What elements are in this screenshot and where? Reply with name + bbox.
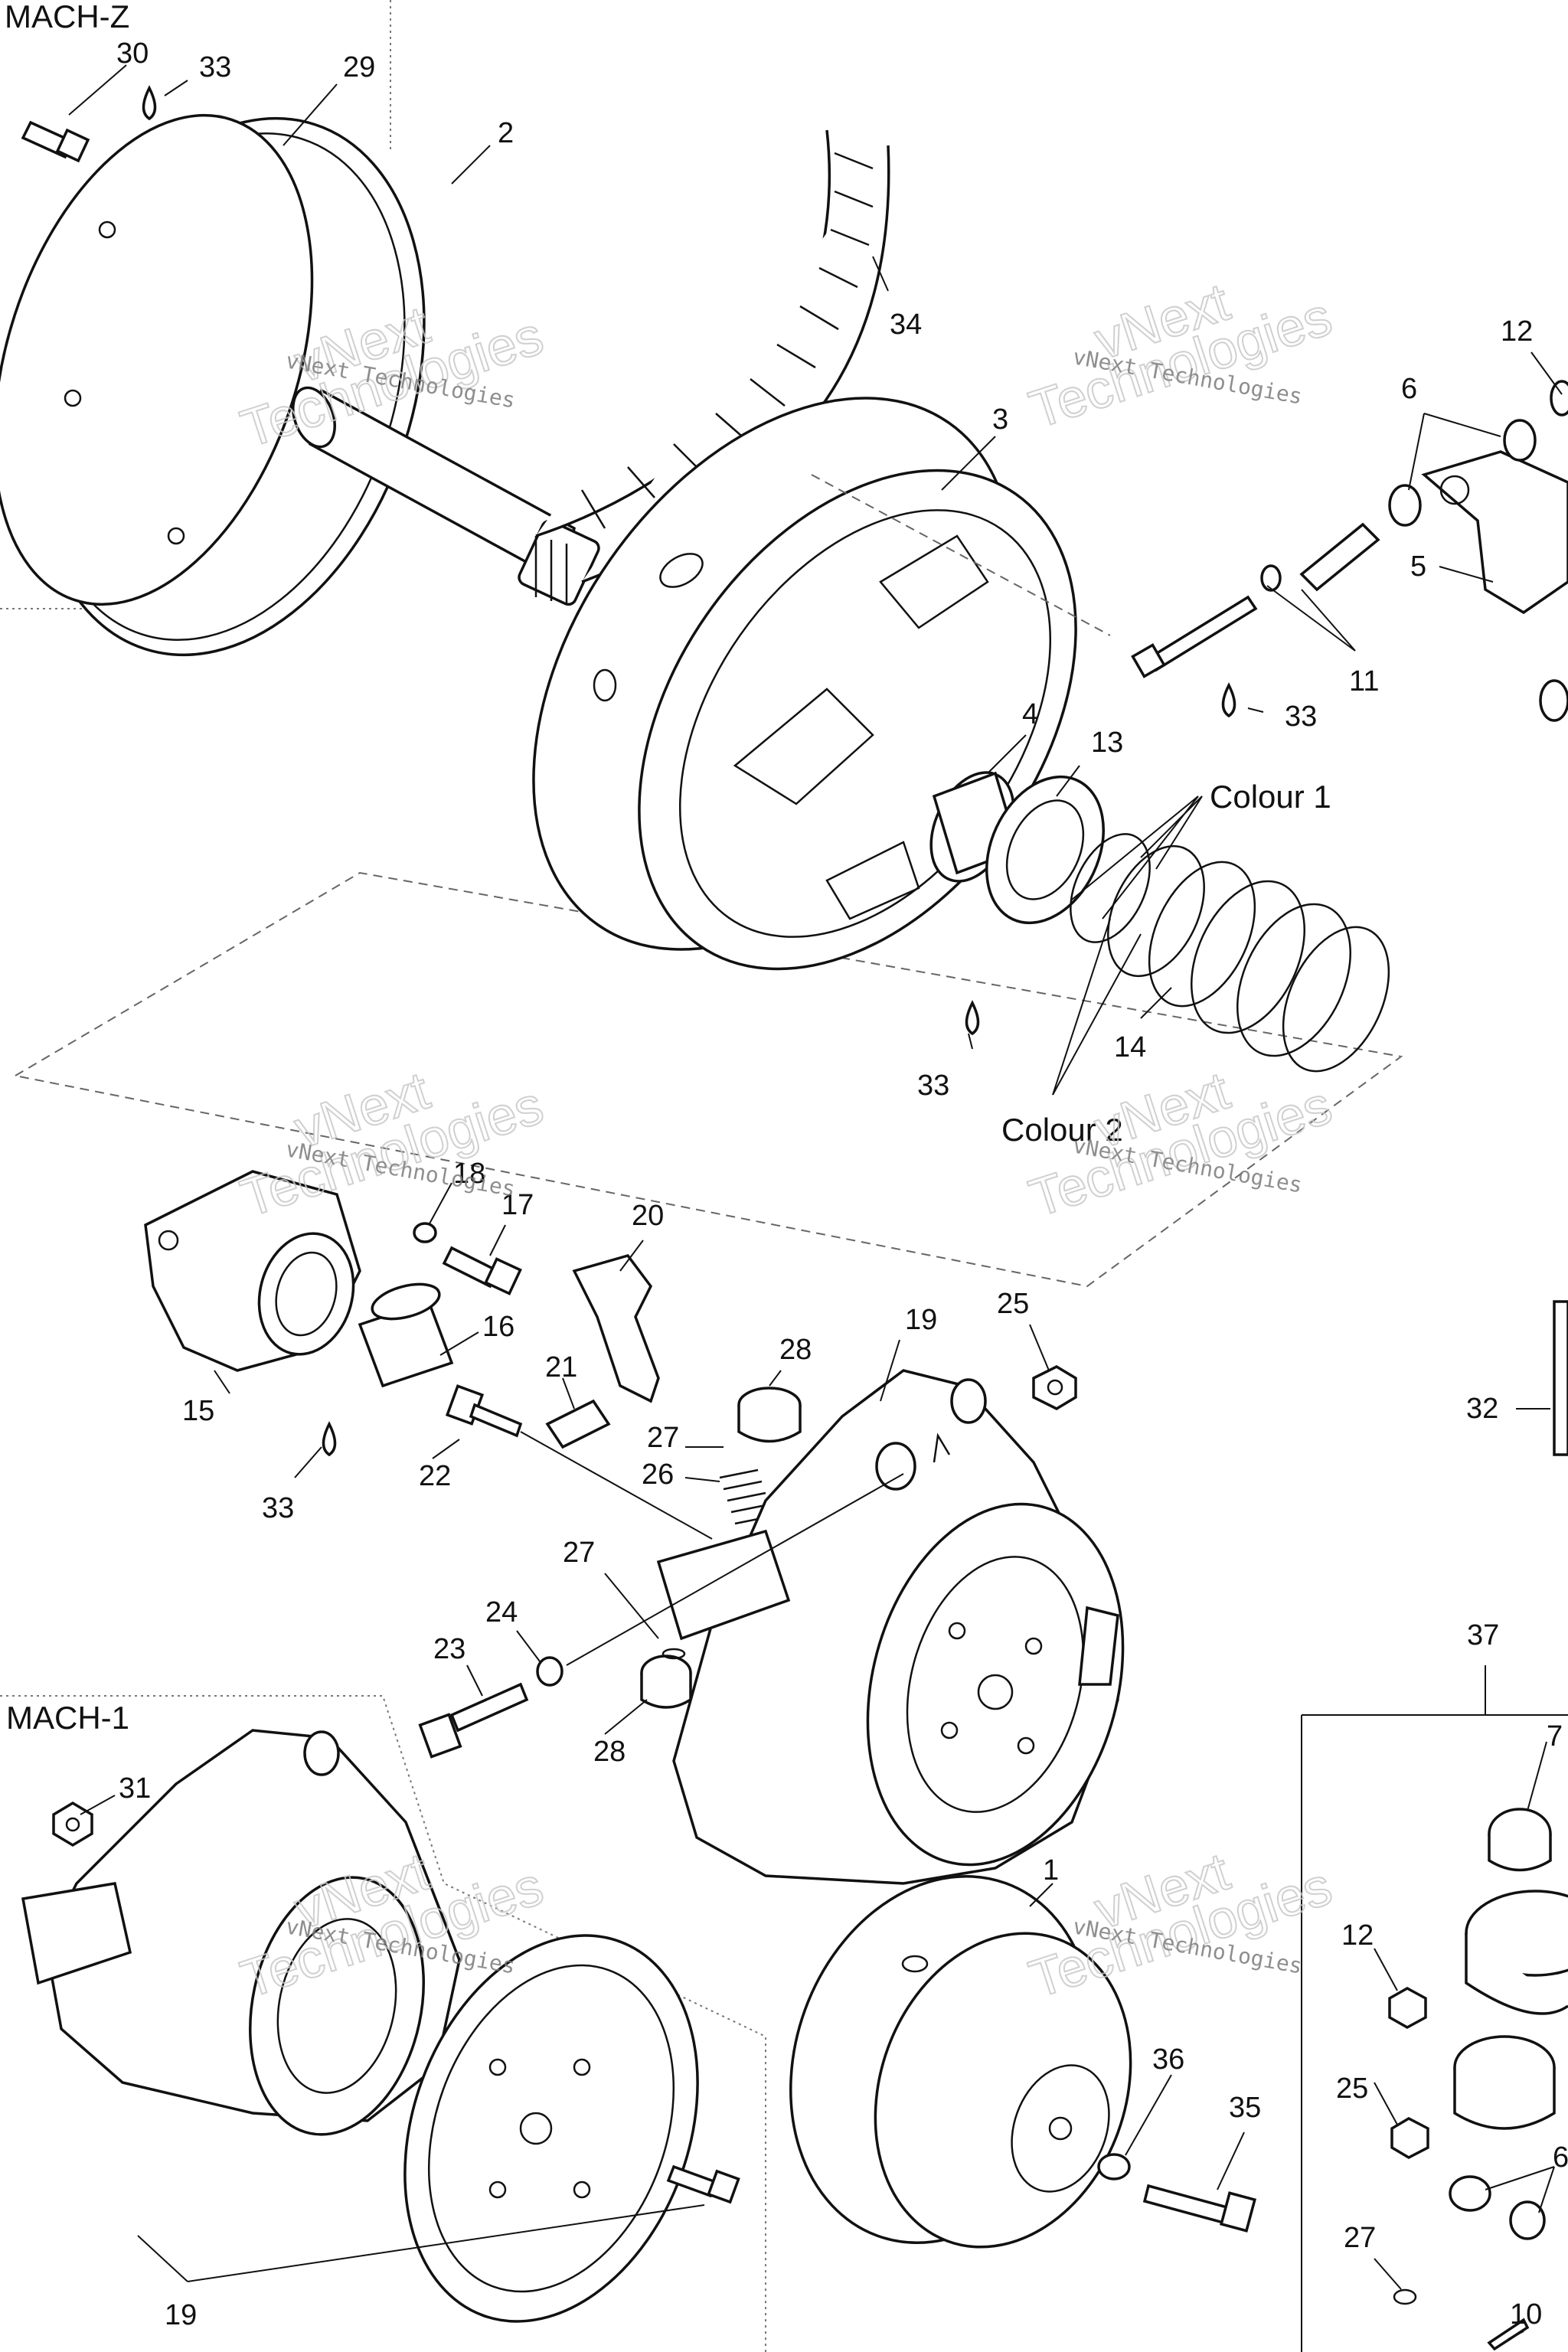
callout-35: 35	[1229, 2092, 1261, 2124]
part-cap-28-lower	[640, 1655, 692, 1709]
part-bolt-35	[1142, 2184, 1256, 2233]
part-spring-26	[719, 1468, 774, 1525]
part-32	[1553, 1300, 1568, 1456]
callout-28: 28	[779, 1334, 812, 1366]
callout-6: 6	[1401, 373, 1417, 405]
callout-15: 15	[182, 1395, 214, 1427]
callout-3: 3	[992, 403, 1008, 436]
part-weight-20	[572, 1253, 660, 1403]
callout-21: 21	[545, 1351, 577, 1383]
callout-23: 23	[433, 1633, 466, 1665]
callout-12: 12	[1341, 1919, 1374, 1952]
callout-28: 28	[593, 1736, 626, 1768]
callout-26: 26	[642, 1459, 674, 1491]
callout-25: 25	[1336, 2073, 1368, 2105]
callout-13: 13	[1091, 727, 1123, 759]
callout-24: 24	[485, 1596, 518, 1628]
callout-33: 33	[1285, 701, 1317, 733]
callout-16: 16	[482, 1311, 514, 1343]
part-spider-19	[656, 1369, 1125, 1885]
part-washer-24	[536, 1656, 564, 1687]
part-nut-25	[1032, 1365, 1077, 1410]
part-pin-21	[545, 1399, 611, 1449]
callout-20: 20	[632, 1200, 664, 1232]
part-bolt-22	[445, 1384, 523, 1438]
oil-drop-icon	[965, 1000, 980, 1036]
callout-29: 29	[343, 51, 375, 83]
oil-drop-icon	[1221, 682, 1236, 718]
callout-27: 27	[563, 1537, 595, 1569]
part-nut-12-kit	[1388, 1986, 1427, 2030]
callout-11: 11	[1349, 665, 1379, 697]
callout-10: 10	[1510, 2298, 1542, 2331]
callout-22: 22	[419, 1460, 451, 1492]
callout-labels: 30 33 29 2 34 12 6 3 5 11 33 4 13 14 33 …	[116, 38, 1568, 2331]
callout-12: 12	[1501, 315, 1533, 348]
callout-1: 1	[1043, 1854, 1059, 1886]
callout-14: 14	[1114, 1031, 1146, 1063]
callout-5: 5	[1410, 550, 1426, 583]
part-bolt-30	[21, 120, 90, 163]
part-nut-25-kit	[1390, 2116, 1429, 2160]
part-arm-5	[1388, 380, 1568, 722]
part-spring-14	[1070, 833, 1390, 1073]
callout-19: 19	[165, 2299, 197, 2331]
part-bolt-23	[418, 1682, 529, 1759]
callout-27: 27	[1344, 2222, 1376, 2254]
callout-19: 19	[905, 1304, 937, 1336]
part-nut-31	[52, 1801, 93, 1847]
callout-30: 30	[116, 38, 149, 70]
callout-33: 33	[917, 1070, 949, 1102]
part-bushing-16	[358, 1282, 454, 1388]
callout-37: 37	[1467, 1619, 1499, 1651]
part-oring-27	[662, 1648, 686, 1660]
part-pulley-assembly-1	[789, 1875, 1132, 2249]
section-title-mach-1: MACH-1	[6, 1700, 129, 1736]
callout-36: 36	[1152, 2043, 1184, 2076]
callout-4: 4	[1022, 698, 1038, 730]
part-bolt-17	[442, 1246, 522, 1295]
callout-27: 27	[647, 1422, 679, 1454]
leader-lines	[68, 64, 1563, 2340]
callout-34: 34	[890, 309, 922, 341]
part-washer-36	[1097, 2153, 1131, 2180]
callout-33: 33	[262, 1492, 294, 1524]
part-mach1-spider	[21, 1729, 461, 2136]
colour-2-label: Colour 2	[1001, 1112, 1123, 1148]
part-cam-15	[144, 1170, 361, 1372]
colour-1-label: Colour 1	[1210, 779, 1331, 815]
callout-2: 2	[498, 117, 514, 149]
callout-33: 33	[199, 51, 231, 83]
part-mach1-plate	[403, 1934, 699, 2323]
oil-drop-icon	[142, 85, 157, 121]
part-mach1-bolt	[666, 2164, 740, 2204]
kit-37-parts	[1393, 1808, 1568, 2351]
part-pin-11	[1131, 522, 1380, 678]
callout-18: 18	[453, 1158, 485, 1190]
callout-25: 25	[997, 1288, 1029, 1320]
part-cap-28	[737, 1387, 802, 1443]
callout-31: 31	[119, 1772, 151, 1805]
callout-32: 32	[1466, 1393, 1498, 1425]
callout-17: 17	[501, 1189, 534, 1221]
callout-6: 6	[1553, 2141, 1568, 2174]
callout-7: 7	[1547, 1720, 1563, 1753]
oil-drop-icon	[322, 1421, 337, 1457]
part-fixed-sheave	[0, 113, 600, 657]
part-washer-18	[413, 1222, 437, 1243]
section-title-mach-z: MACH-Z	[5, 0, 129, 34]
